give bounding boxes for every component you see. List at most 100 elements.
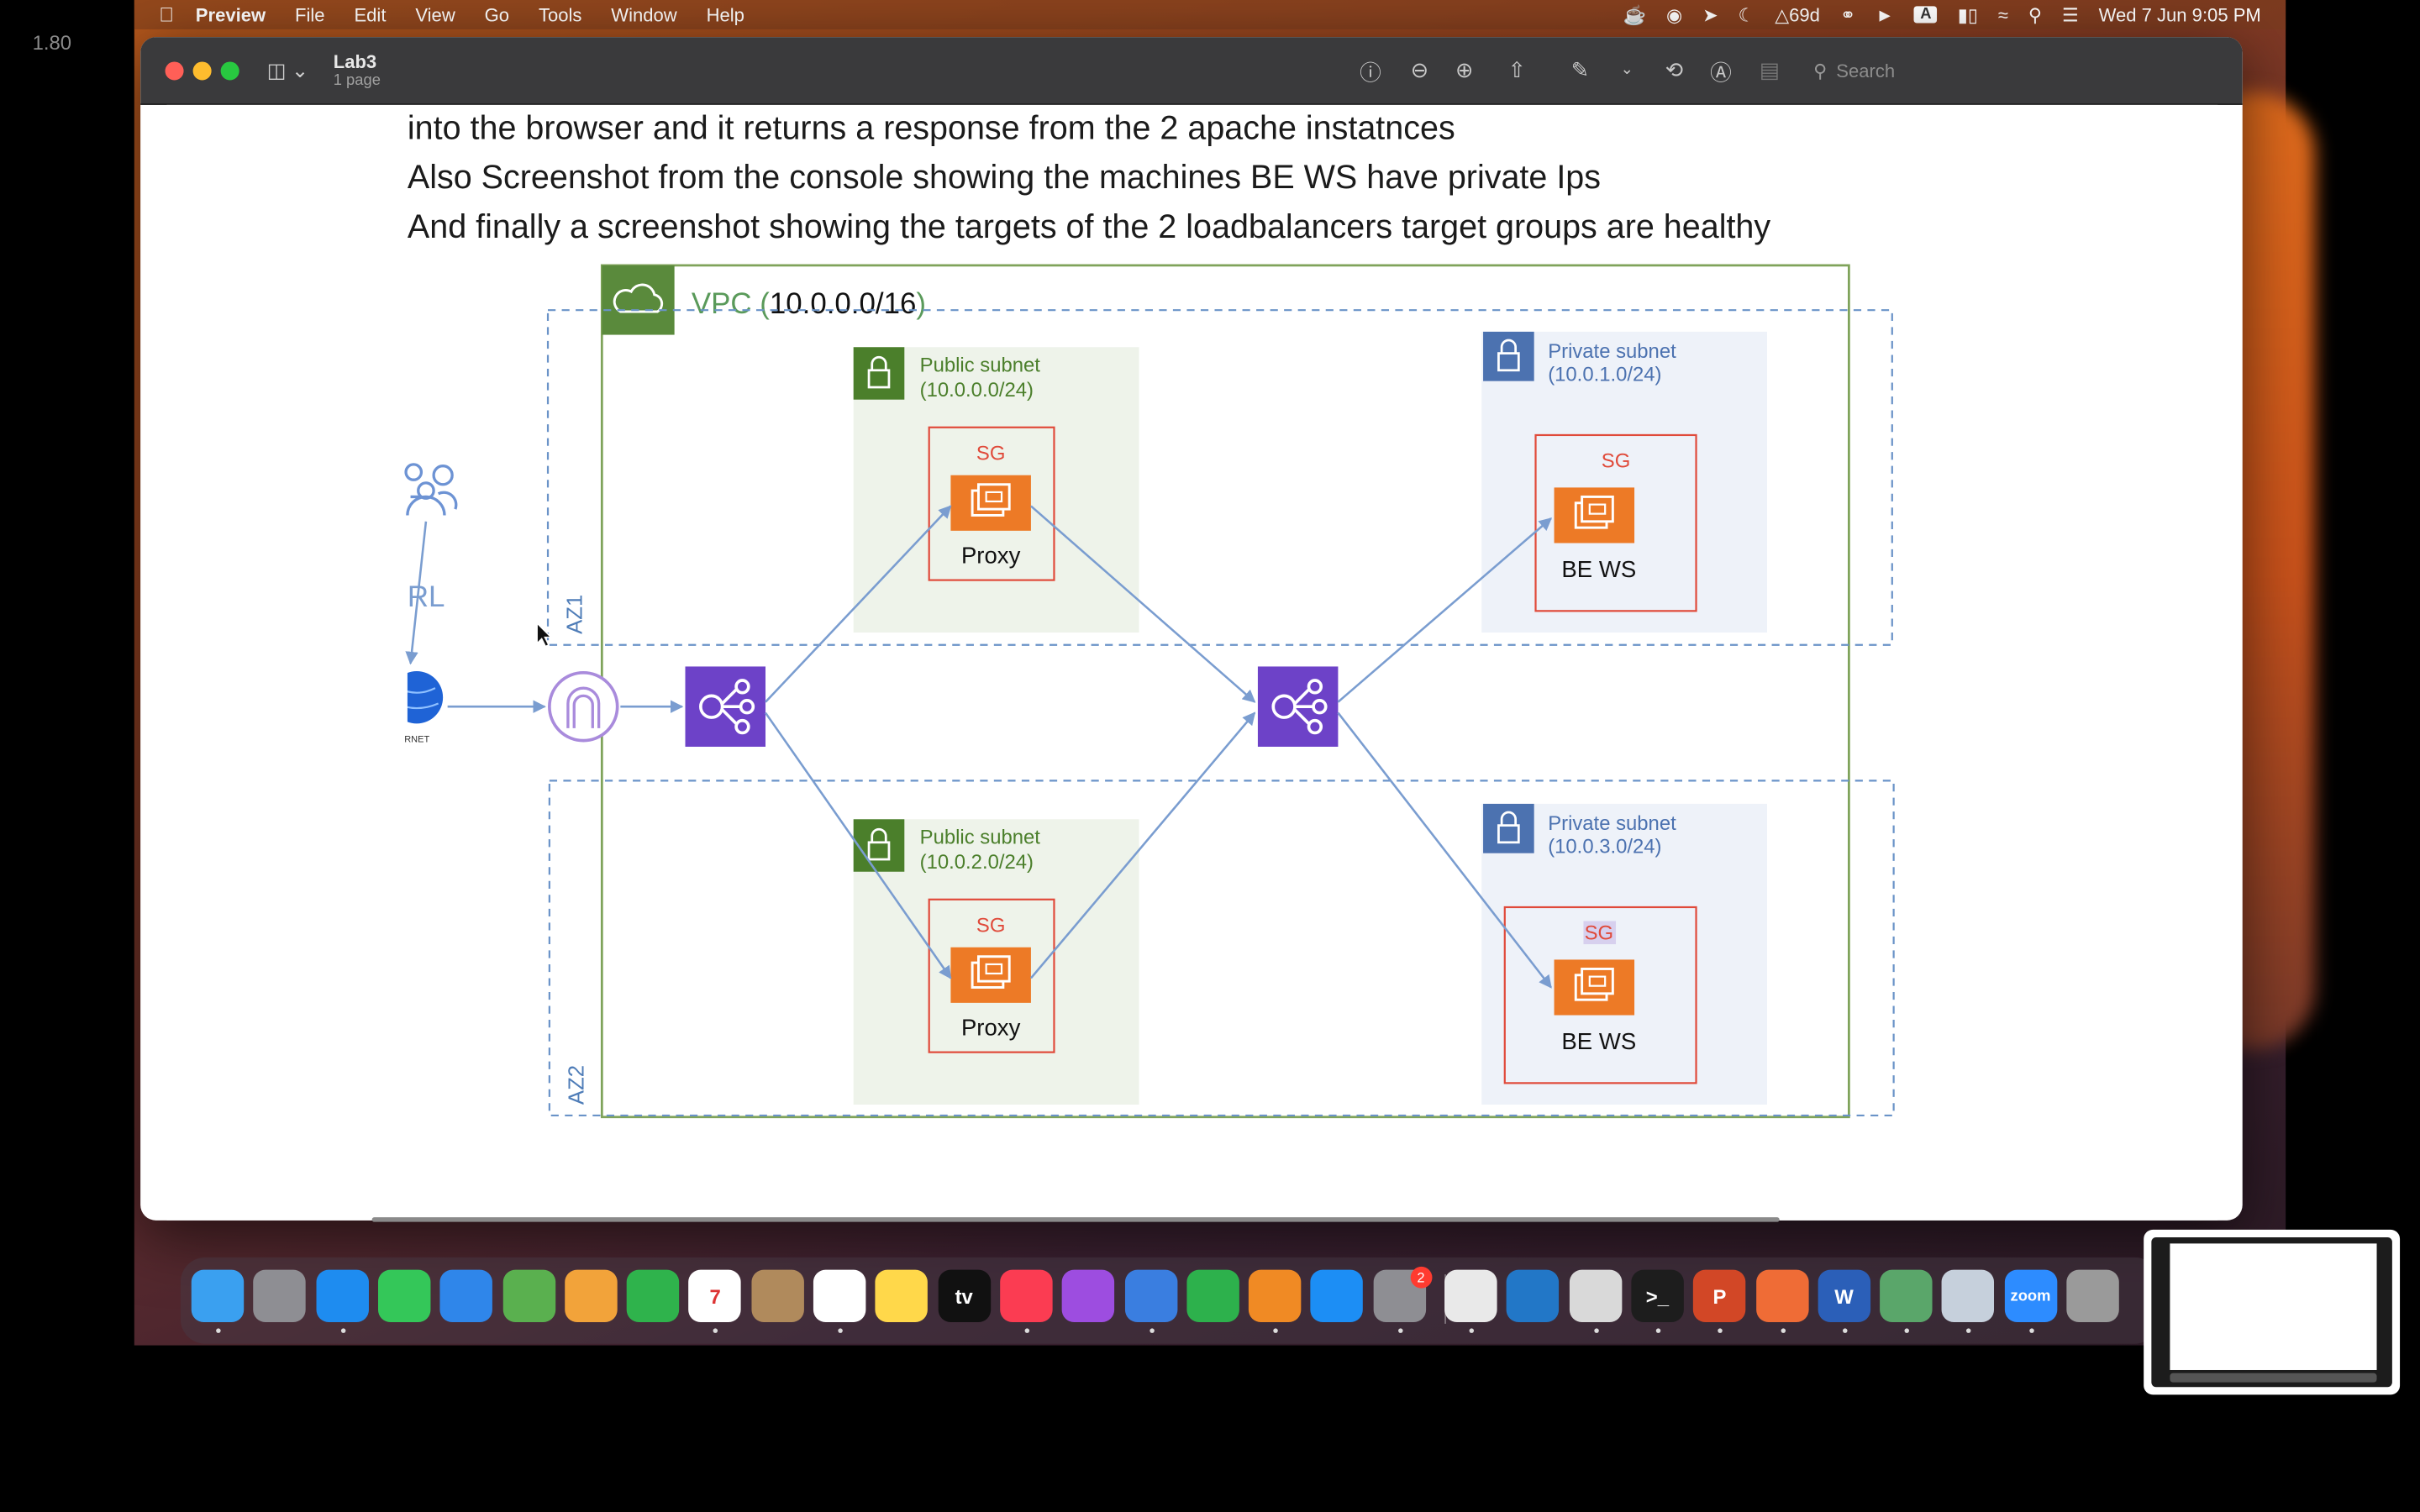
form-icon[interactable]: ▤	[1759, 56, 1781, 82]
menu-status-area: ☕ ◉ ➤ ☾ △69d ⚭ ► A ▮▯ ≈ ⚲ ☰ Wed 7 Jun 9:…	[1623, 0, 2261, 29]
dock-app-maps[interactable]	[502, 1269, 555, 1323]
dock-running-indicator	[1966, 1328, 1972, 1333]
dock-app-contacts[interactable]	[750, 1269, 804, 1323]
dock-running-indicator	[1780, 1328, 1786, 1333]
minimize-button[interactable]	[192, 61, 212, 81]
az1-boundary	[546, 309, 1893, 646]
fullscreen-button[interactable]	[220, 61, 239, 81]
chevron-down-icon[interactable]: ⌄	[1620, 61, 1634, 79]
coffee-icon[interactable]: ☕	[1623, 3, 1647, 26]
play-icon[interactable]: ►	[1876, 3, 1895, 26]
wifi-icon[interactable]: ≈	[1997, 3, 2009, 26]
dock-app-finder[interactable]	[191, 1269, 245, 1323]
zoom-in-icon[interactable]: ⊕	[1455, 56, 1474, 82]
ec2-instance-icon	[1553, 958, 1636, 1017]
zoom-out-icon[interactable]: ⊖	[1410, 56, 1429, 82]
internet-gateway-icon	[548, 670, 619, 743]
dock-app-podcasts[interactable]	[1061, 1269, 1115, 1323]
thumbnail-preview	[2151, 1237, 2392, 1388]
info-icon[interactable]: ⓘ	[1360, 60, 1381, 86]
battery-icon[interactable]: ▮▯	[1957, 3, 1979, 26]
dock-app-photos[interactable]	[564, 1269, 618, 1323]
dock-app-reminders[interactable]	[813, 1269, 866, 1323]
gateway-arch	[566, 686, 601, 728]
horizontal-scrollbar[interactable]	[371, 1217, 1780, 1222]
menu-tools[interactable]: Tools	[523, 3, 581, 26]
search-placeholder: Search	[1836, 60, 1896, 82]
document-page: into the browser and it returns a respon…	[166, 104, 2218, 1221]
menu-window[interactable]: Window	[596, 3, 676, 26]
dock-app-calendar[interactable]: 7	[688, 1269, 742, 1323]
dock-app-keynote[interactable]	[1124, 1269, 1177, 1323]
private-subnet-lock-icon	[1481, 330, 1536, 383]
control-center-icon[interactable]: ☰	[2061, 3, 2079, 26]
dock-app-music[interactable]	[999, 1269, 1053, 1323]
dock-app-safari[interactable]	[315, 1269, 369, 1323]
search-field[interactable]: ⚲ Search	[1813, 55, 2230, 87]
dock-app-preview[interactable]	[1942, 1269, 1995, 1323]
dock-app-powerpoint[interactable]: P	[1693, 1269, 1746, 1323]
screenshot-thumbnail[interactable]	[2144, 1229, 2401, 1395]
dock-app-word[interactable]: W	[1818, 1269, 1870, 1323]
rotate-icon[interactable]: ⟲	[1665, 56, 1684, 82]
dock-app-git-client[interactable]	[1755, 1269, 1808, 1323]
dock-app-messages[interactable]	[377, 1269, 431, 1323]
menu-app-name[interactable]: Preview	[180, 3, 266, 26]
search-icon[interactable]: ⚲	[2028, 3, 2043, 26]
dock-app-glyph: 7	[709, 1284, 721, 1308]
document-line: And finally a screenshot showing the tar…	[407, 207, 1771, 246]
menu-view[interactable]: View	[400, 3, 455, 26]
dock-app-app-store[interactable]	[1311, 1269, 1364, 1323]
sg-label: SG	[1585, 922, 1613, 945]
dock-app-vs-code[interactable]	[1507, 1269, 1560, 1323]
users-icon	[404, 463, 458, 516]
dock-app-printer[interactable]	[2066, 1269, 2119, 1323]
dock-app-tv[interactable]: tv	[937, 1269, 991, 1323]
sidebar-toggle-icon[interactable]: ◫ ⌄	[266, 58, 308, 82]
dock-app-mail[interactable]	[439, 1269, 493, 1323]
headphones-icon[interactable]: ⚭	[1839, 3, 1856, 26]
apple-icon[interactable]: 	[159, 3, 174, 27]
dock-running-indicator	[1718, 1328, 1723, 1333]
dock-app-glyph: W	[1834, 1284, 1854, 1308]
menu-file[interactable]: File	[280, 3, 325, 26]
dock-app-numbers[interactable]	[1186, 1269, 1239, 1323]
menu-go[interactable]: Go	[469, 3, 509, 26]
private-subnet-1	[1481, 331, 1768, 633]
dock-app-pages[interactable]	[1249, 1269, 1302, 1323]
arrow-icon[interactable]: ➤	[1702, 3, 1718, 26]
sg-label: SG	[976, 442, 1005, 465]
dock-running-indicator	[1469, 1328, 1475, 1333]
search-icon: ⚲	[1813, 60, 1828, 82]
dock-app-textedit[interactable]	[1569, 1269, 1622, 1323]
dock-app-zoom[interactable]: zoom	[2004, 1269, 2057, 1323]
dock-app-launchpad[interactable]	[253, 1269, 307, 1323]
private-subnet-2	[1481, 803, 1768, 1105]
public-subnet-1-name: Public subnet	[920, 354, 1041, 377]
private-subnet-1-cidr: (10.0.1.0/24)	[1548, 364, 1661, 386]
annotate-icon[interactable]: Ⓐ	[1710, 60, 1732, 86]
markup-icon[interactable]: ✎	[1570, 56, 1590, 82]
dock-app-glyph: P	[1712, 1284, 1727, 1308]
menu-edit[interactable]: Edit	[339, 3, 386, 26]
menu-clock[interactable]: Wed 7 Jun 9:05 PM	[2098, 3, 2261, 26]
menu-help[interactable]: Help	[691, 3, 744, 26]
dock-app-network-tool[interactable]	[1880, 1269, 1933, 1323]
dock-app-terminal[interactable]: >_	[1631, 1269, 1684, 1323]
connection-arrows	[405, 505, 1553, 989]
alert-status[interactable]: △69d	[1775, 3, 1820, 26]
document-line: Also Screenshot from the console showing…	[407, 159, 1602, 197]
close-button[interactable]	[165, 61, 184, 81]
keyboard-input-badge[interactable]: A	[1913, 6, 1938, 24]
dock-app-chrome[interactable]	[1444, 1269, 1497, 1323]
mouse-cursor	[536, 622, 553, 648]
share-icon[interactable]: ⇧	[1507, 56, 1527, 82]
dock-running-indicator	[340, 1328, 345, 1333]
dock-app-facetime[interactable]	[626, 1269, 680, 1323]
dock-app-notes[interactable]	[875, 1269, 929, 1323]
moon-icon[interactable]: ☾	[1738, 3, 1755, 26]
dock-running-indicator	[1655, 1328, 1661, 1333]
vpc-label: VPC (10.0.0.0/16)	[692, 287, 926, 320]
vpn-icon[interactable]: ◉	[1666, 3, 1683, 26]
